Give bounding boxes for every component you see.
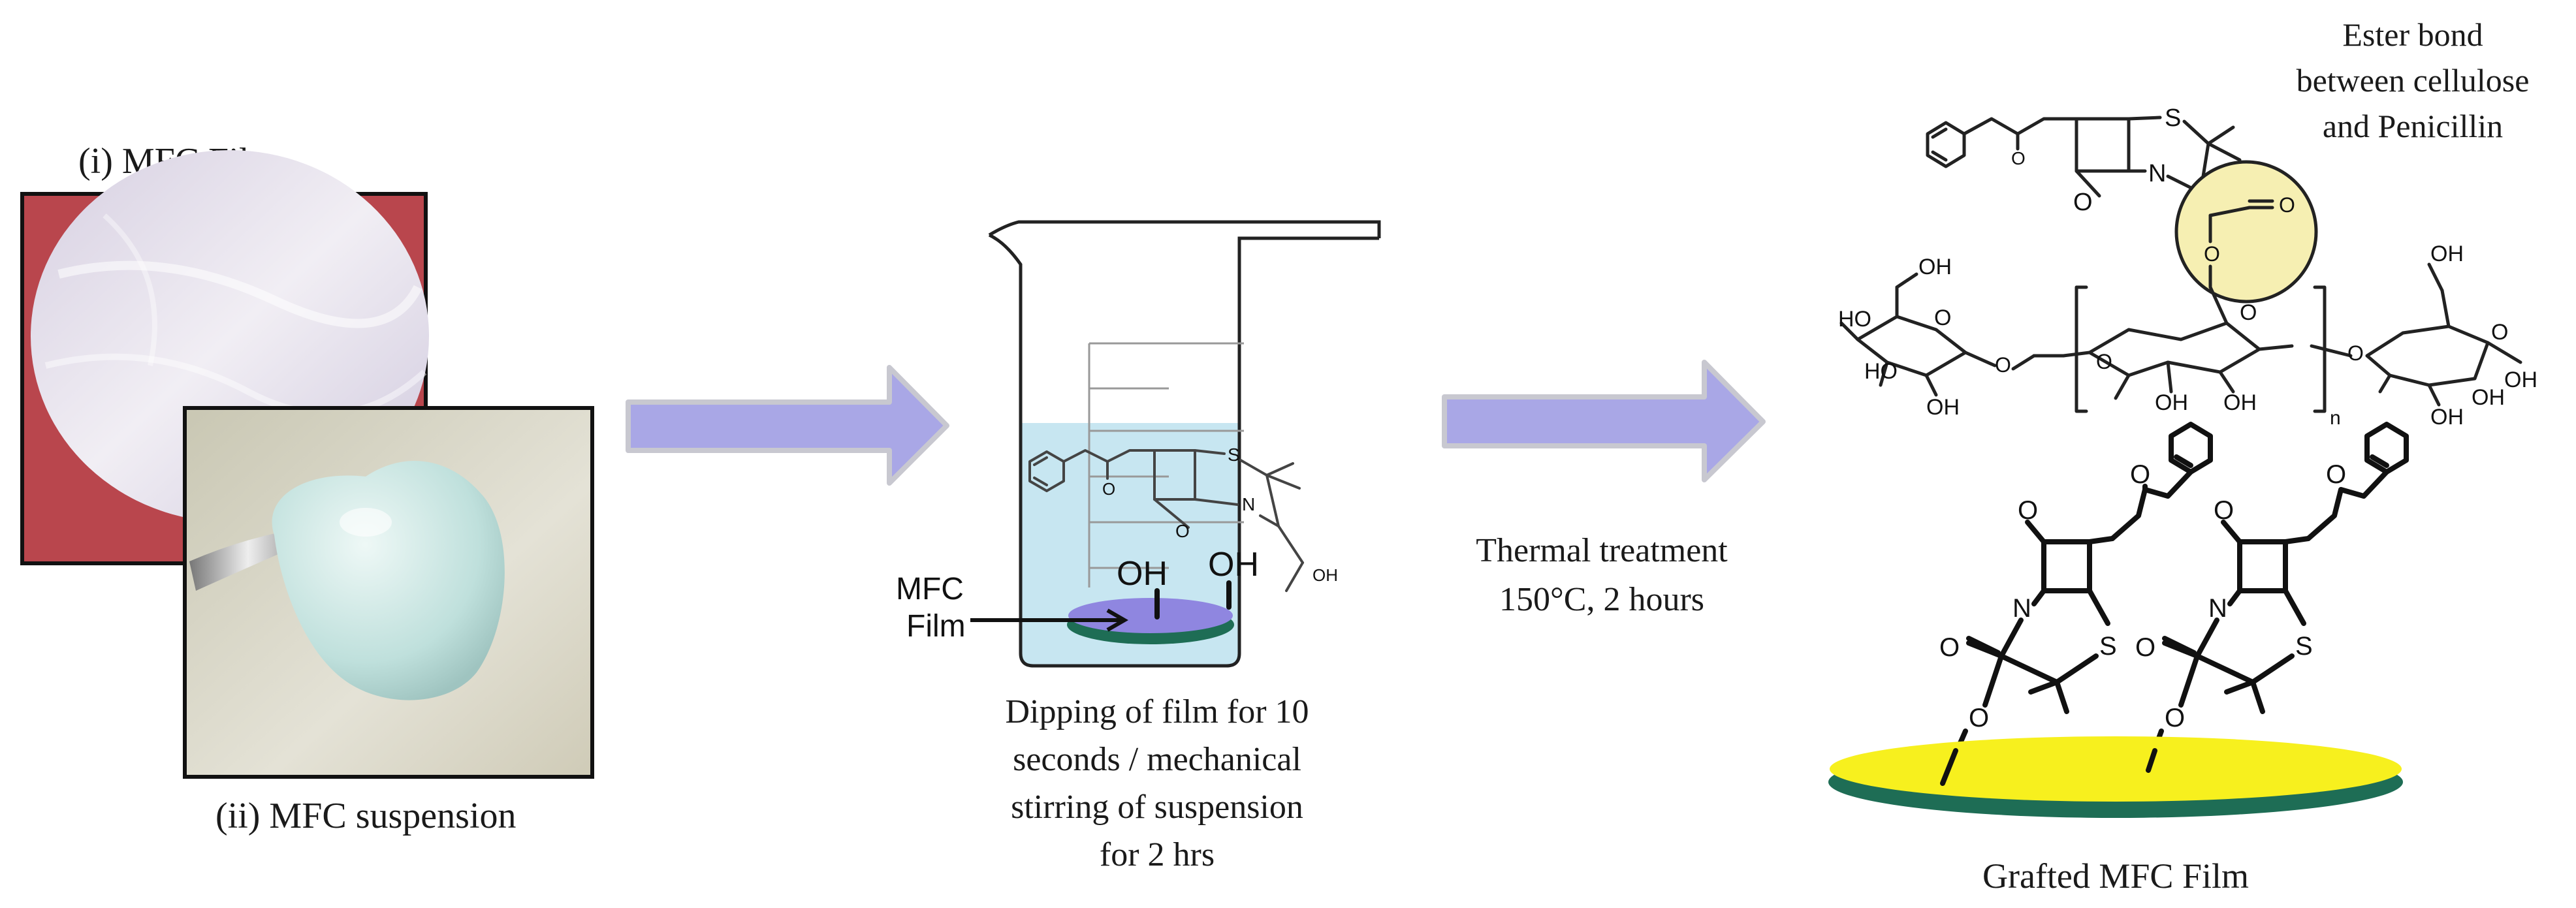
anchor-bond-a bbox=[1940, 748, 1958, 786]
ring2-oh-bottom-b: OH bbox=[2223, 390, 2257, 415]
treatment-line1: Thermal treatment bbox=[1476, 532, 1728, 569]
penicillin-molecule-top: O O S N bbox=[1926, 104, 2242, 217]
ester-bond-highlight bbox=[2174, 160, 2318, 304]
solution-nitrogen: N bbox=[1242, 494, 1255, 514]
beaker-glass bbox=[988, 220, 1381, 668]
process-arrow-2 bbox=[1442, 360, 1766, 482]
solution-carbonyl-o: O bbox=[1102, 479, 1115, 499]
graft-b-sulfur: S bbox=[2295, 632, 2313, 661]
graft-b-ester-o: O bbox=[2165, 704, 2185, 732]
photo-group: (i) MFC Film (ii) MFC suspension bbox=[20, 141, 594, 836]
ring1-oh-bottom: OH bbox=[1926, 395, 1960, 420]
beaker-caption-line2: seconds / mechanical bbox=[1013, 741, 1301, 778]
mfc-film-disc-purple bbox=[1067, 598, 1234, 644]
mfc-suspension-photo bbox=[183, 406, 594, 779]
ring3-oxygen: O bbox=[2491, 320, 2508, 345]
graft-a-ester-o: O bbox=[1969, 704, 1989, 732]
graft-b-carbonyl-o: O bbox=[2326, 460, 2346, 489]
repeat-n: n bbox=[2330, 407, 2341, 429]
graft-a-lactam-o: O bbox=[2018, 496, 2038, 525]
anchor-bond-b bbox=[2146, 748, 2157, 773]
ring2-oxygen: O bbox=[2240, 300, 2257, 325]
beaker-caption-line4: for 2 hrs bbox=[1100, 836, 1215, 873]
ring3-oh-right: OH bbox=[2504, 368, 2537, 392]
suspension-photo-label: (ii) MFC suspension bbox=[215, 796, 517, 836]
graft-b-lactam-o: O bbox=[2214, 496, 2234, 525]
ester-note-line1: Ester bond bbox=[2342, 16, 2483, 53]
ring1-oh-top: OH bbox=[1918, 255, 1952, 279]
ring2-oh-bottom-a: OH bbox=[2155, 390, 2188, 415]
graft-a-sulfur: S bbox=[2099, 632, 2117, 661]
beaker-film-label-line1: MFC bbox=[896, 572, 964, 606]
solution-carboxyl-oh: OH bbox=[1312, 565, 1338, 585]
solution-sulfur: S bbox=[1228, 445, 1240, 465]
graft-a-carbonyl-o: O bbox=[2130, 460, 2150, 489]
grafted-film-caption: Grafted MFC Film bbox=[1982, 856, 2249, 896]
top-carbonyl-o: O bbox=[2011, 148, 2026, 168]
cellulose-chain: O OH HO HO OH O n O OH OH bbox=[1838, 242, 2537, 430]
beaker-caption-line1: Dipping of film for 10 bbox=[1005, 693, 1309, 730]
beaker-caption-line3: stirring of suspension bbox=[1011, 789, 1303, 826]
process-arrow-1 bbox=[626, 365, 949, 486]
ring3-oh-bottom: OH bbox=[2430, 405, 2464, 430]
pointer-arrow bbox=[970, 608, 1129, 632]
grafted-penicillin-a: O O N S O O bbox=[1939, 422, 2213, 786]
penicillin-molecule-in-solution: O O S N OH bbox=[1028, 445, 1338, 592]
graft-a-ester-carbonyl-o: O bbox=[1939, 633, 1960, 662]
ester-group: O O bbox=[2204, 193, 2295, 289]
ester-link-o: O bbox=[2204, 242, 2220, 266]
ring3-oh-anomeric: OH bbox=[2472, 385, 2505, 410]
ester-note-line2: between cellulose bbox=[2297, 62, 2530, 99]
top-nitrogen: N bbox=[2148, 160, 2166, 187]
ring2-o-left: O bbox=[2096, 350, 2112, 373]
grafted-film-disc-yellow bbox=[1828, 736, 2403, 818]
graft-b-ester-carbonyl-o: O bbox=[2135, 633, 2155, 662]
top-lactam-o: O bbox=[2073, 189, 2093, 216]
grafted-penicillin-b: O O N S O O bbox=[2135, 422, 2409, 770]
beaker-film-label-line2: Film bbox=[906, 609, 966, 644]
beaker-group: O O S N OH OH OH MFC Film bbox=[896, 220, 1381, 873]
ester-carbonyl-o: O bbox=[2279, 193, 2295, 217]
ring1-oxygen: O bbox=[1934, 305, 1951, 330]
treatment-line2: 150°C, 2 hours bbox=[1499, 581, 1704, 618]
top-sulfur: S bbox=[2165, 104, 2181, 132]
ring3-oh-top: OH bbox=[2430, 242, 2464, 266]
hydroxyl-left: OH bbox=[1117, 555, 1168, 593]
link2-oxygen: O bbox=[2347, 341, 2364, 365]
hydroxyl-right: OH bbox=[1208, 546, 1259, 584]
ring1-ho-lower: HO bbox=[1864, 359, 1898, 384]
product-group: Ester bond between cellulose and Penicil… bbox=[1828, 16, 2537, 896]
link1-oxygen: O bbox=[1995, 353, 2011, 377]
ester-note-line3: and Penicillin bbox=[2323, 108, 2503, 144]
solution-lactam-o: O bbox=[1175, 521, 1190, 541]
ring1-ho-left: HO bbox=[1838, 307, 1871, 332]
